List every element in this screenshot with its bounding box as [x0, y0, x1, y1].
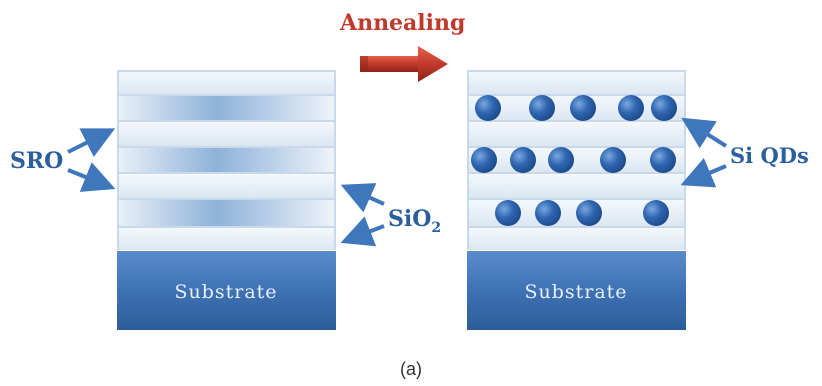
quantum-dot	[600, 147, 626, 173]
qd-pointer-arrows	[680, 117, 728, 188]
quantum-dot	[510, 147, 536, 173]
sio2-label: SiO2	[388, 206, 441, 236]
quantum-dot	[529, 95, 555, 121]
right-substrate-label: Substrate	[524, 281, 627, 303]
sio2-label-base: SiO	[388, 206, 431, 232]
si-qds-label: Si QDs	[730, 143, 809, 168]
right-sio2-layer	[469, 174, 684, 198]
annealing-arrow	[360, 46, 448, 82]
right-substrate	[467, 251, 686, 330]
right-layer-stack	[467, 70, 686, 330]
quantum-dot	[650, 147, 676, 173]
quantum-dot	[643, 200, 669, 226]
left-sro-layer	[119, 200, 334, 226]
left-substrate	[117, 251, 336, 330]
quantum-dot	[548, 147, 574, 173]
quantum-dot	[576, 200, 602, 226]
left-substrate-label: Substrate	[174, 281, 277, 303]
left-sro-layer	[119, 96, 334, 120]
left-sio2-layer	[119, 228, 334, 250]
figure-caption: (a)	[400, 359, 422, 379]
sio2-pointer-arrows	[340, 183, 385, 247]
quantum-dot	[570, 95, 596, 121]
sro-label: SRO	[10, 148, 63, 174]
left-sio2-layer	[119, 122, 334, 146]
left-sro-layer	[119, 148, 334, 172]
quantum-dot	[475, 95, 501, 121]
annealing-label: Annealing	[339, 10, 465, 36]
left-layer-stack	[117, 70, 336, 330]
quantum-dot	[651, 95, 677, 121]
right-sio2-layer	[469, 228, 684, 250]
right-sio2-layer	[469, 148, 684, 172]
sio2-label-subscript: 2	[431, 220, 441, 236]
quantum-dot	[495, 200, 521, 226]
quantum-dot	[535, 200, 561, 226]
right-sio2-layer	[469, 122, 684, 146]
left-sio2-layer	[119, 72, 334, 94]
quantum-dot	[618, 95, 644, 121]
sro-pointer-arrows	[67, 128, 116, 192]
quantum-dots	[471, 95, 677, 226]
quantum-dot	[471, 147, 497, 173]
right-sio2-layer	[469, 72, 684, 94]
left-sio2-layer	[119, 174, 334, 198]
